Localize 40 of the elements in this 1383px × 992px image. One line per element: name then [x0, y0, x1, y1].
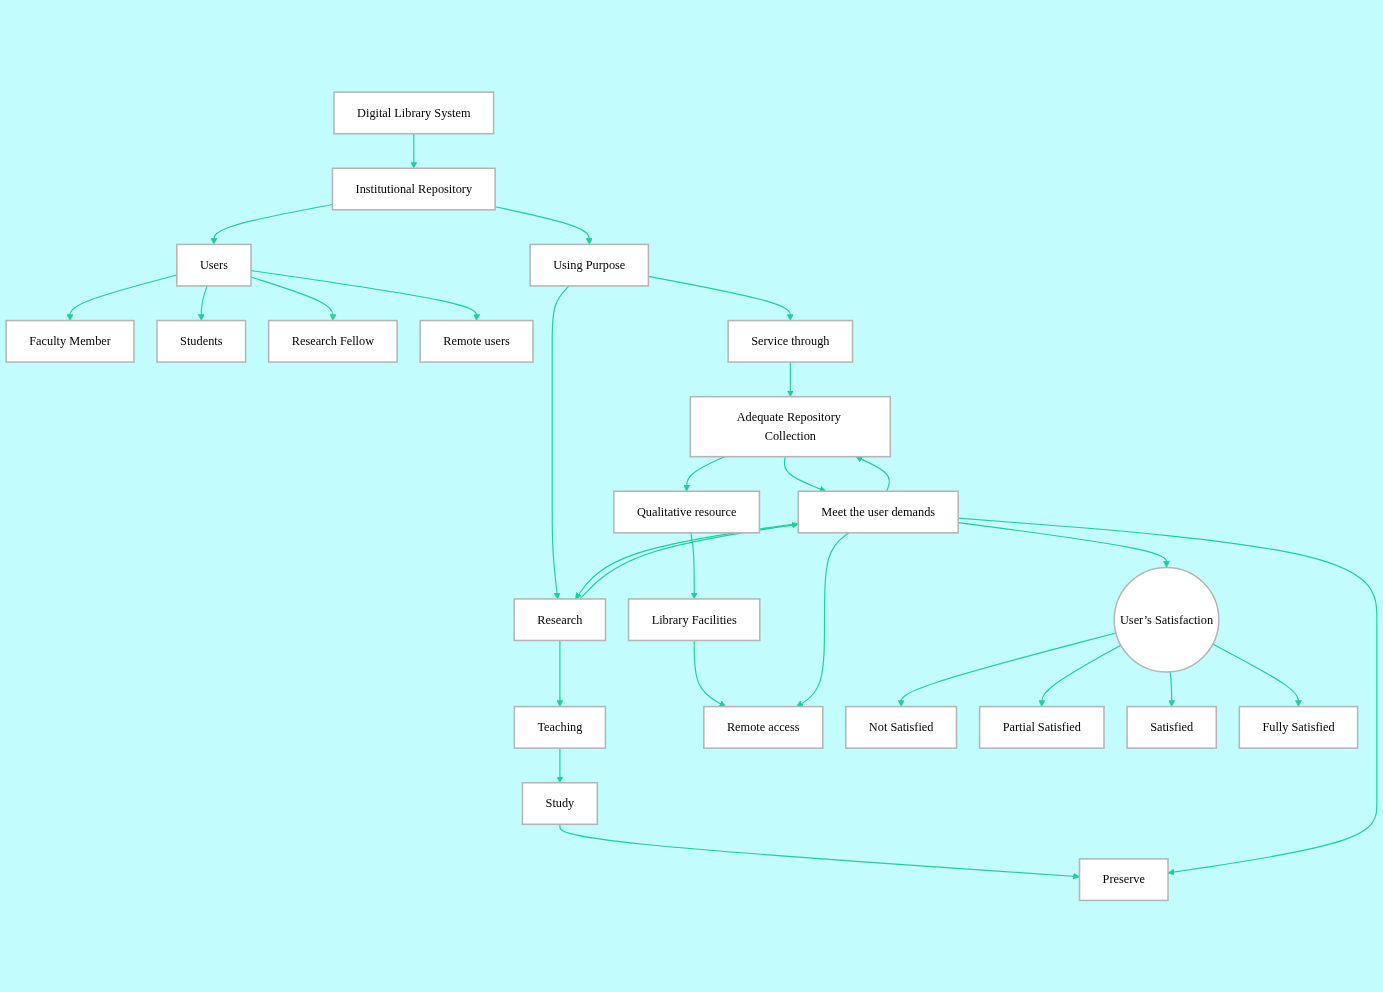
node-box: Study: [521, 781, 599, 825]
arrow: [1168, 671, 1176, 707]
node-box: Users: [176, 243, 252, 287]
node-box: Remote access: [703, 705, 824, 749]
node-box: Preserve: [1078, 857, 1169, 901]
arrow: [551, 285, 570, 599]
arrow: [796, 531, 850, 707]
node-box: Research Fellow: [267, 319, 398, 363]
arrow: [693, 639, 726, 707]
arrow: [690, 531, 698, 599]
arrow: [556, 639, 564, 707]
node-box: Students: [156, 319, 247, 363]
arrow: [197, 285, 208, 321]
arrow: [897, 632, 1117, 707]
node-box: Digital Library System: [333, 91, 495, 135]
node-circle: User’s Satisfaction: [1113, 566, 1220, 673]
node-box: Research: [513, 597, 607, 641]
node-box: Teaching: [513, 705, 607, 749]
arrow: [683, 455, 726, 492]
node-box: Fully Satisfied: [1238, 705, 1359, 749]
node-box: Library Facilities: [627, 597, 761, 641]
node-box: Remote users: [419, 319, 534, 363]
arrow: [855, 455, 890, 492]
node-box: Partial Satisfied: [978, 705, 1105, 749]
node-box: Meet the user demands: [797, 490, 959, 534]
arrow: [783, 455, 827, 492]
arrow: [786, 361, 794, 397]
node-box: Adequate Repository Collection: [689, 395, 892, 458]
node-box: Service through: [727, 319, 854, 363]
node-box: Institutional Repository: [331, 167, 496, 211]
node-box: Satisfied: [1126, 705, 1218, 749]
node-box: Qualitative resource: [613, 490, 761, 534]
arrow: [410, 132, 418, 169]
node-box: Using Purpose: [529, 243, 650, 287]
arrow: [559, 823, 1080, 880]
node-box: Faculty Member: [5, 319, 135, 363]
arrow: [1212, 643, 1302, 707]
arrow: [556, 747, 564, 783]
node-box: Not Satisfied: [845, 705, 958, 749]
arrow: [1038, 644, 1122, 707]
